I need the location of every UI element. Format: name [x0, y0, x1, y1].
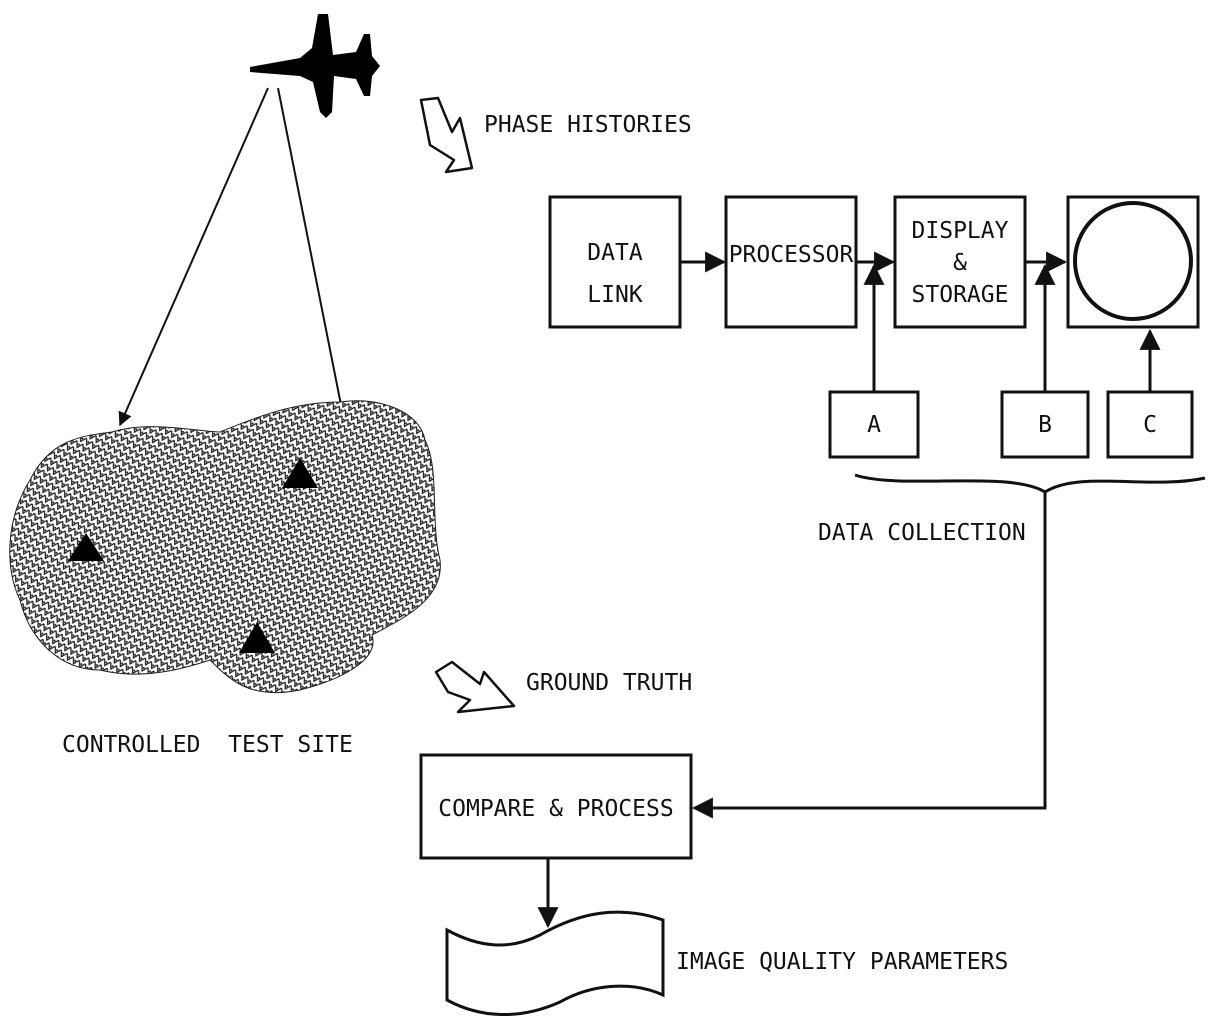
radar-beam-right — [277, 87, 349, 422]
processor-label: PROCESSOR — [729, 242, 854, 268]
input-b-box — [1000, 390, 1090, 459]
controlled-test-site-area — [9, 400, 441, 694]
triangle-target-icon — [282, 458, 318, 488]
hollow-zigzag-arrow-icon — [434, 660, 516, 714]
circle-display-icon — [1066, 195, 1200, 329]
wavy-document-icon — [445, 910, 665, 1016]
input-a-box — [828, 390, 920, 459]
compare-process-label: COMPARE & PROCESS — [438, 796, 673, 822]
test-site-label: CONTROLLED TEST SITE — [62, 732, 353, 758]
data-collection-to-compare-line — [691, 492, 1047, 819]
compare-process-box — [419, 753, 693, 860]
data-collection-label: DATA COLLECTION — [818, 520, 1026, 546]
hollow-zigzag-arrow-icon — [419, 96, 474, 174]
input-a-label: A — [867, 412, 881, 438]
triangle-target-icon — [239, 622, 275, 653]
data-link-label-line2: LINK — [587, 282, 643, 308]
processor-box — [724, 195, 858, 329]
data-link-box — [548, 195, 682, 329]
jet-aircraft-icon — [250, 14, 380, 118]
ground-truth-label: GROUND TRUTH — [526, 670, 692, 696]
data-collection-brace — [854, 473, 1206, 494]
display-label-line1: DISPLAY — [912, 218, 1009, 244]
radar-beam-left — [118, 87, 269, 427]
input-b-label: B — [1038, 412, 1052, 438]
display-label-line3: STORAGE — [912, 282, 1009, 308]
input-c-label: C — [1143, 412, 1157, 438]
display-label-line2: & — [953, 250, 967, 276]
phase-histories-label: PHASE HISTORIES — [484, 112, 692, 138]
image-quality-label: IMAGE QUALITY PARAMETERS — [676, 949, 1008, 975]
display-storage-box — [893, 195, 1027, 329]
triangle-target-icon — [68, 533, 104, 561]
data-link-label-line1: DATA — [587, 240, 643, 266]
